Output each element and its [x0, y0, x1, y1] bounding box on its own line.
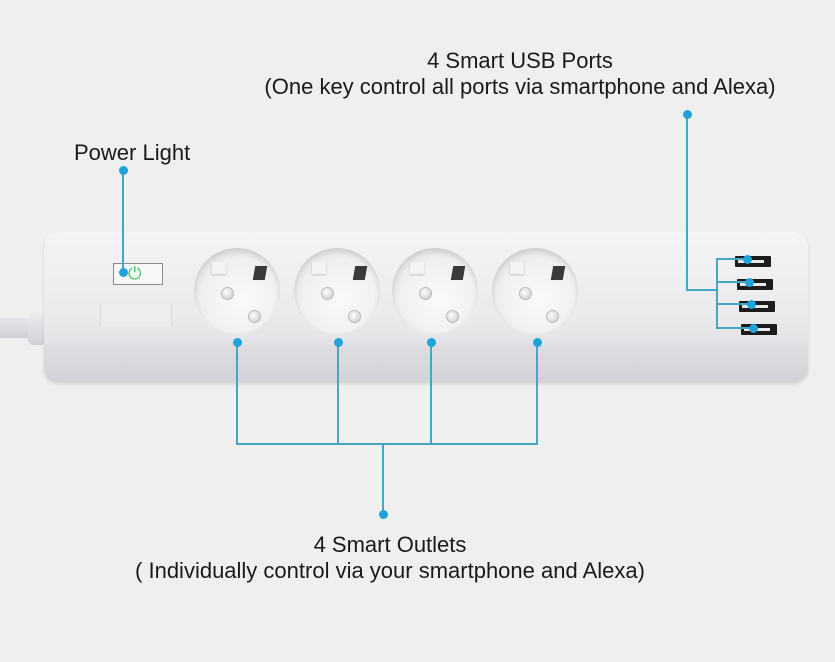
ground-clip — [410, 262, 424, 274]
socket-pin — [322, 288, 333, 299]
ground-clip — [352, 266, 368, 280]
usb-ports-title: 4 Smart USB Ports — [427, 48, 613, 73]
ground-clip — [252, 266, 268, 280]
socket-pin — [447, 311, 458, 322]
socket-pin — [222, 288, 233, 299]
usb-callout-line — [716, 281, 748, 283]
callout-dot — [334, 338, 343, 347]
usb-callout-line — [716, 258, 718, 328]
callout-dot — [379, 510, 388, 519]
socket-pin — [420, 288, 431, 299]
outlet-callout-line — [236, 443, 538, 445]
ground-clip — [550, 266, 566, 280]
callout-dot — [119, 268, 128, 277]
usb-callout-line — [686, 289, 717, 291]
outlet-callout-line — [536, 342, 538, 444]
ground-clip — [312, 262, 326, 274]
outlet-1[interactable] — [194, 248, 280, 334]
socket-pin — [349, 311, 360, 322]
ground-clip — [212, 262, 226, 274]
ground-clip — [450, 266, 466, 280]
outlets-title: 4 Smart Outlets — [313, 532, 467, 557]
outlet-2[interactable] — [294, 248, 380, 334]
callout-dot — [233, 338, 242, 347]
cable-collar — [28, 313, 46, 345]
usb-callout-line — [716, 258, 746, 260]
power-light-label: Power Light — [74, 140, 191, 165]
callout-dot — [427, 338, 436, 347]
socket-pin — [249, 311, 260, 322]
outlets-subtitle: ( Individually control via your smartpho… — [135, 558, 645, 583]
socket-pin — [547, 311, 558, 322]
outlet-callout-line — [337, 342, 339, 444]
outlet-3[interactable] — [392, 248, 478, 334]
usb-ports-subtitle: (One key control all ports via smartphon… — [264, 74, 776, 99]
power-callout-line — [122, 170, 124, 272]
callout-dot — [683, 110, 692, 119]
outlet-callout-line — [236, 342, 238, 444]
callout-dot — [749, 324, 758, 333]
indicator-panel — [100, 304, 172, 326]
usb-callout-line — [716, 303, 750, 305]
usb-callout-line — [716, 327, 752, 329]
callout-dot — [747, 300, 756, 309]
socket-pin — [520, 288, 531, 299]
callout-dot — [533, 338, 542, 347]
callout-dot — [119, 166, 128, 175]
outlet-4[interactable] — [492, 248, 578, 334]
outlet-callout-line — [382, 443, 384, 515]
outlet-callout-line — [430, 342, 432, 444]
callout-dot — [743, 255, 752, 264]
ground-clip — [510, 262, 524, 274]
callout-dot — [745, 278, 754, 287]
power-icon: ⏻ — [128, 264, 142, 283]
strip-front-face — [44, 344, 808, 382]
usb-port-4[interactable] — [741, 324, 777, 335]
usb-callout-line — [686, 114, 688, 291]
